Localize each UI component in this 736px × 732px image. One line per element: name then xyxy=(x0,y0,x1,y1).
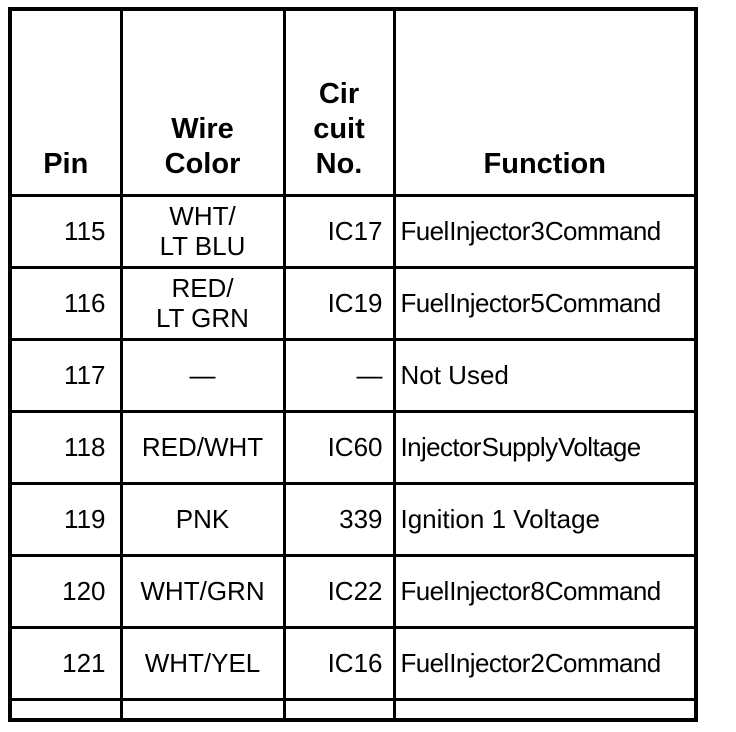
function-cell: Fuel Injector 2 Command xyxy=(392,625,698,701)
function-cell: Fuel Injector 3 Command xyxy=(392,193,698,269)
wire-color-cell: WHT/YEL xyxy=(119,625,286,701)
wire-color-cell: PNK xyxy=(119,481,286,557)
pin-cell: 118 xyxy=(8,409,123,485)
pin-cell: 120 xyxy=(8,553,123,629)
function-cell: Not Used xyxy=(392,337,698,413)
wire-color-cell: — xyxy=(119,337,286,413)
circuit-no-cell: IC60 xyxy=(282,409,396,485)
header-function: Function xyxy=(392,7,698,197)
connector-pinout-table: Pin Wire Color Cir cuit No. Function 115… xyxy=(8,7,698,722)
circuit-no-cell: 339 xyxy=(282,481,396,557)
spacer-row xyxy=(8,697,698,722)
table-row: 119 PNK 339 Ignition 1 Voltage xyxy=(8,481,698,557)
spacer-cell xyxy=(282,697,396,722)
circuit-no-cell: IC16 xyxy=(282,625,396,701)
circuit-no-cell: IC19 xyxy=(282,265,396,341)
table-row: 121 WHT/YEL IC16 Fuel Injector 2 Command xyxy=(8,625,698,701)
table-row: 120 WHT/GRN IC22 Fuel Injector 8 Command xyxy=(8,553,698,629)
pin-cell: 121 xyxy=(8,625,123,701)
pin-cell: 119 xyxy=(8,481,123,557)
circuit-no-cell: IC17 xyxy=(282,193,396,269)
pin-cell: 117 xyxy=(8,337,123,413)
spacer-cell xyxy=(119,697,286,722)
wire-color-cell: RED/ LT GRN xyxy=(119,265,286,341)
spacer-cell xyxy=(392,697,698,722)
function-cell: Fuel Injector 8 Command xyxy=(392,553,698,629)
function-cell: Injector Supply Voltage xyxy=(392,409,698,485)
header-circuit-no: Cir cuit No. xyxy=(282,7,396,197)
spacer-cell xyxy=(8,697,123,722)
table-row: 118 RED/WHT IC60 Injector Supply Voltage xyxy=(8,409,698,485)
wire-color-cell: RED/WHT xyxy=(119,409,286,485)
circuit-no-cell: — xyxy=(282,337,396,413)
header-wire-color: Wire Color xyxy=(119,7,286,197)
wire-color-cell: WHT/GRN xyxy=(119,553,286,629)
circuit-no-cell: IC22 xyxy=(282,553,396,629)
table-row: 116 RED/ LT GRN IC19 Fuel Injector 5 Com… xyxy=(8,265,698,341)
function-cell: Ignition 1 Voltage xyxy=(392,481,698,557)
pin-cell: 115 xyxy=(8,193,123,269)
header-row: Pin Wire Color Cir cuit No. Function xyxy=(8,7,698,197)
table-row: 117 — — Not Used xyxy=(8,337,698,413)
function-cell: Fuel Injector 5 Command xyxy=(392,265,698,341)
pin-cell: 116 xyxy=(8,265,123,341)
header-pin: Pin xyxy=(8,7,123,197)
table-row: 115 WHT/ LT BLU IC17 Fuel Injector 3 Com… xyxy=(8,193,698,269)
wire-color-cell: WHT/ LT BLU xyxy=(119,193,286,269)
